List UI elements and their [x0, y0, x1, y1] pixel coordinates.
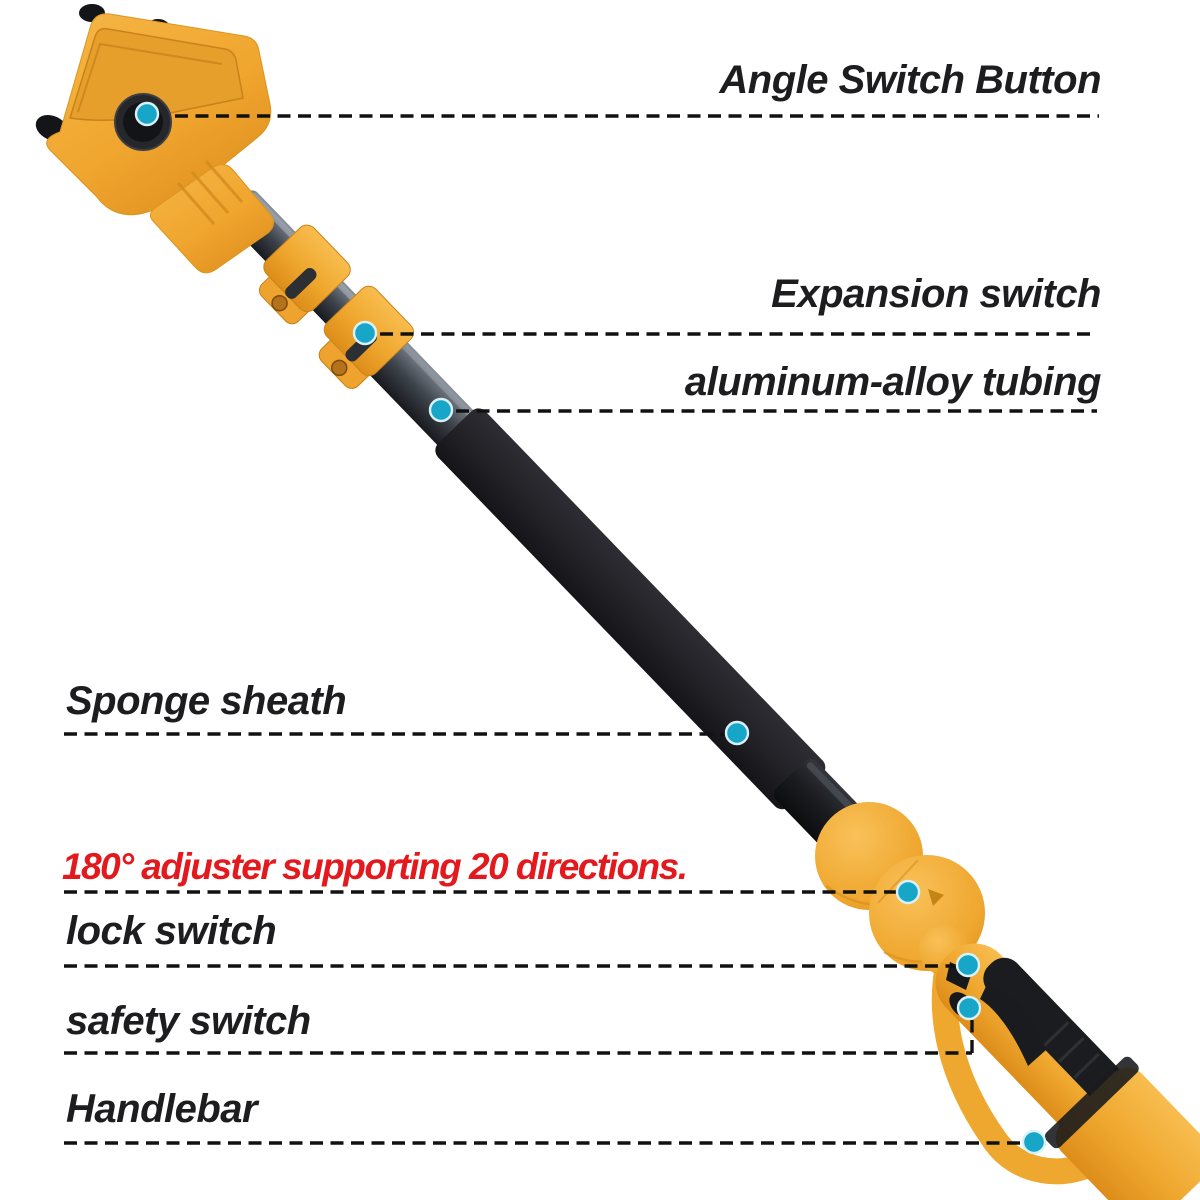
- callout-label-sponge-sheath: Sponge sheath: [66, 679, 347, 723]
- dot-aluminum-tubing: [428, 397, 454, 423]
- callout-label-lock-switch: lock switch: [66, 909, 277, 953]
- callout-label-handlebar: Handlebar: [66, 1087, 258, 1131]
- expansion-clamp-upper: [258, 224, 351, 325]
- lower-tube: [363, 334, 484, 456]
- clamp-screw: [331, 359, 348, 377]
- sponge-sheath-part: [435, 408, 826, 810]
- dot-angle-switch: [134, 101, 160, 127]
- head-top-face: [69, 27, 244, 121]
- dot-lock-switch: [955, 952, 981, 978]
- trigger-part: [980, 982, 1046, 1066]
- dot-safety-switch: [956, 995, 982, 1021]
- dot-handlebar: [1021, 1129, 1047, 1155]
- callout-dots: [134, 101, 1047, 1155]
- dot-adjuster: [895, 879, 921, 905]
- callout-label-adjuster-note: 180° adjuster supporting 20 directions.: [62, 846, 688, 887]
- adjuster-arrow-mark: [928, 889, 944, 906]
- lock-switch-part: [946, 962, 972, 990]
- clamp-screw: [271, 294, 288, 312]
- callout-label-expansion-switch: Expansion switch: [771, 272, 1101, 316]
- callout-label-aluminum-alloy-tubing: aluminum-alloy tubing: [684, 360, 1102, 404]
- adjuster-and-handle: [815, 802, 1200, 1200]
- tool-head: [35, 4, 274, 274]
- dot-sponge-sheath: [724, 720, 750, 746]
- dot-expansion-switch: [352, 320, 378, 346]
- head-neck: [149, 164, 274, 274]
- callout-label-safety-switch: safety switch: [66, 999, 311, 1043]
- leader-lines: [64, 114, 1099, 1145]
- callout-label-angle-switch-button: Angle Switch Button: [719, 58, 1101, 102]
